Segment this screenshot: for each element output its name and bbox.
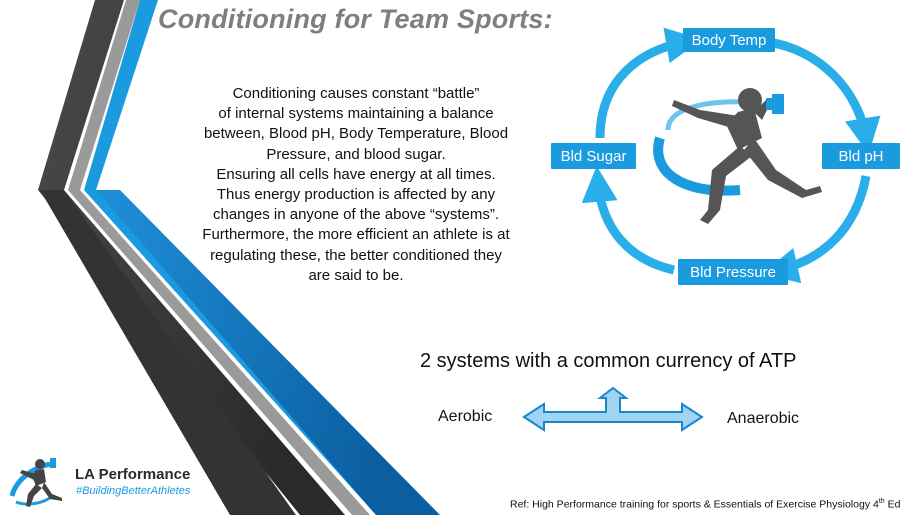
reference-suffix: Ed	[884, 498, 901, 511]
body-line: are said to be.	[308, 266, 404, 284]
double-arrow-icon	[522, 386, 704, 432]
body-line: regulating these, the better conditioned…	[210, 246, 502, 264]
cycle-node-body-temp: Body Temp	[683, 28, 775, 52]
body-line: Thus energy production is affected by an…	[216, 186, 496, 204]
body-line: between, Blood pH, Body Temperature, Blo…	[203, 125, 509, 143]
homeostasis-cycle-diagram	[581, 27, 881, 284]
body-paragraph: Conditioning causes constant “battle” of…	[172, 84, 540, 286]
body-line: Ensuring all cells have energy at all ti…	[216, 165, 496, 183]
cycle-arrow-icon	[581, 27, 881, 284]
energy-systems-heading: 2 systems with a common currency of ATP	[420, 350, 797, 372]
cycle-node-bld-pressure: Bld Pressure	[678, 259, 788, 285]
aerobic-label: Aerobic	[438, 408, 493, 425]
anaerobic-label: Anaerobic	[727, 410, 800, 427]
la-performance-logo-icon	[9, 458, 62, 507]
reference-note: Ref: High Performance training for sport…	[510, 498, 900, 511]
body-line: changes in anyone of the above “systems”…	[213, 206, 499, 224]
cycle-node-bld-ph: Bld pH	[822, 143, 900, 169]
logo-name: LA Performance	[75, 466, 191, 483]
reference-superscript: th	[878, 498, 885, 505]
body-line: Furthermore, the more efficient an athle…	[202, 226, 510, 244]
reference-text: Ref: High Performance training for sport…	[510, 498, 879, 511]
slide-title: Conditioning for Team Sports:	[158, 4, 553, 34]
sprinter-icon	[672, 88, 822, 224]
logo-tagline: #BuildingBetterAthletes	[76, 485, 191, 497]
body-line: Pressure, and blood sugar.	[266, 145, 446, 163]
body-line: of internal systems maintaining a balanc…	[218, 105, 494, 123]
cycle-node-bld-sugar: Bld Sugar	[551, 143, 636, 169]
body-line: Conditioning causes constant “battle”	[232, 85, 480, 102]
